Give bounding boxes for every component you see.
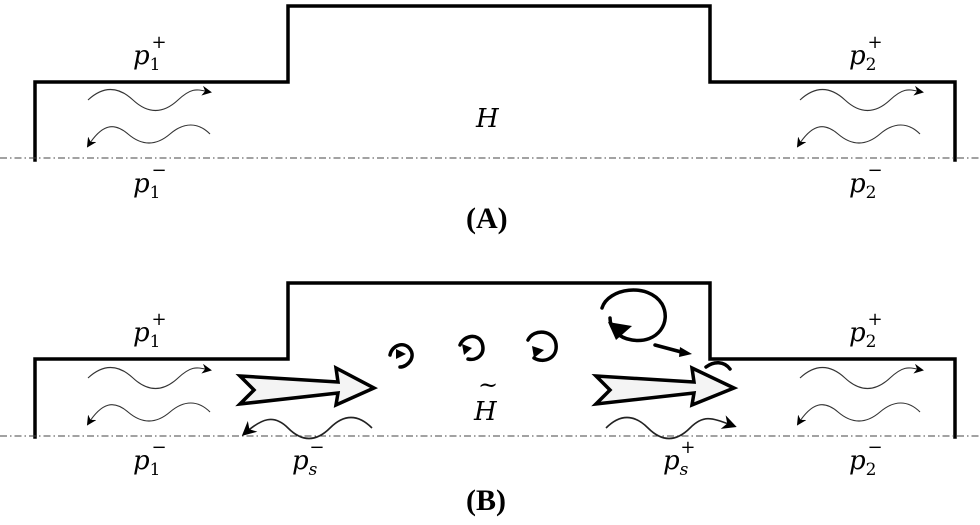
wave-source-minus xyxy=(241,416,373,440)
vortex-2 xyxy=(458,334,485,362)
vortex-3 xyxy=(526,330,558,363)
wave-reflected-left-b xyxy=(86,402,211,426)
jet-arrow-inlet xyxy=(235,364,378,408)
label-p1-plus-b: p1+ xyxy=(133,309,167,352)
label-ps-minus: ps− xyxy=(292,437,324,480)
label-p1-minus-b: p1− xyxy=(133,437,167,480)
jet-arrow-outlet xyxy=(591,365,739,408)
label-h-a: H xyxy=(475,104,500,134)
chamber-outline-b xyxy=(33,281,957,439)
label-h-tilde-b: H xyxy=(473,397,498,427)
label-p1-plus-a: p1+ xyxy=(133,32,167,75)
wave-incident-left-b xyxy=(87,363,212,390)
wave-incident-left-a xyxy=(87,85,212,112)
wave-reflected-right-b xyxy=(796,402,921,426)
chamber-outline-a xyxy=(33,4,957,162)
label-p1-minus-a: p1− xyxy=(133,160,167,203)
label-p2-minus-b: p2− xyxy=(849,437,883,480)
wave-source-plus xyxy=(605,415,737,440)
panel-a: p1+ p1− p2+ p2− H (A) xyxy=(0,4,980,235)
panel-label-b: (B) xyxy=(466,484,506,517)
wave-incident-right-a xyxy=(799,85,924,112)
vortex-4 xyxy=(600,288,732,371)
label-p2-minus-a: p2− xyxy=(849,160,883,203)
label-ps-plus: ps+ xyxy=(663,437,695,480)
label-p2-plus-b: p2+ xyxy=(849,309,883,352)
wave-reflected-left-a xyxy=(86,124,211,148)
wave-reflected-right-a xyxy=(796,124,921,148)
panel-label-a: (A) xyxy=(466,202,508,235)
panel-b: p1+ p1− p2+ p2− ps− ps+ ~ H (B) xyxy=(0,281,980,517)
label-p2-plus-a: p2+ xyxy=(849,32,883,75)
vortex-1 xyxy=(388,343,414,369)
label-h-tilde-accent: ~ xyxy=(478,371,498,399)
wave-incident-right-b xyxy=(799,363,924,390)
